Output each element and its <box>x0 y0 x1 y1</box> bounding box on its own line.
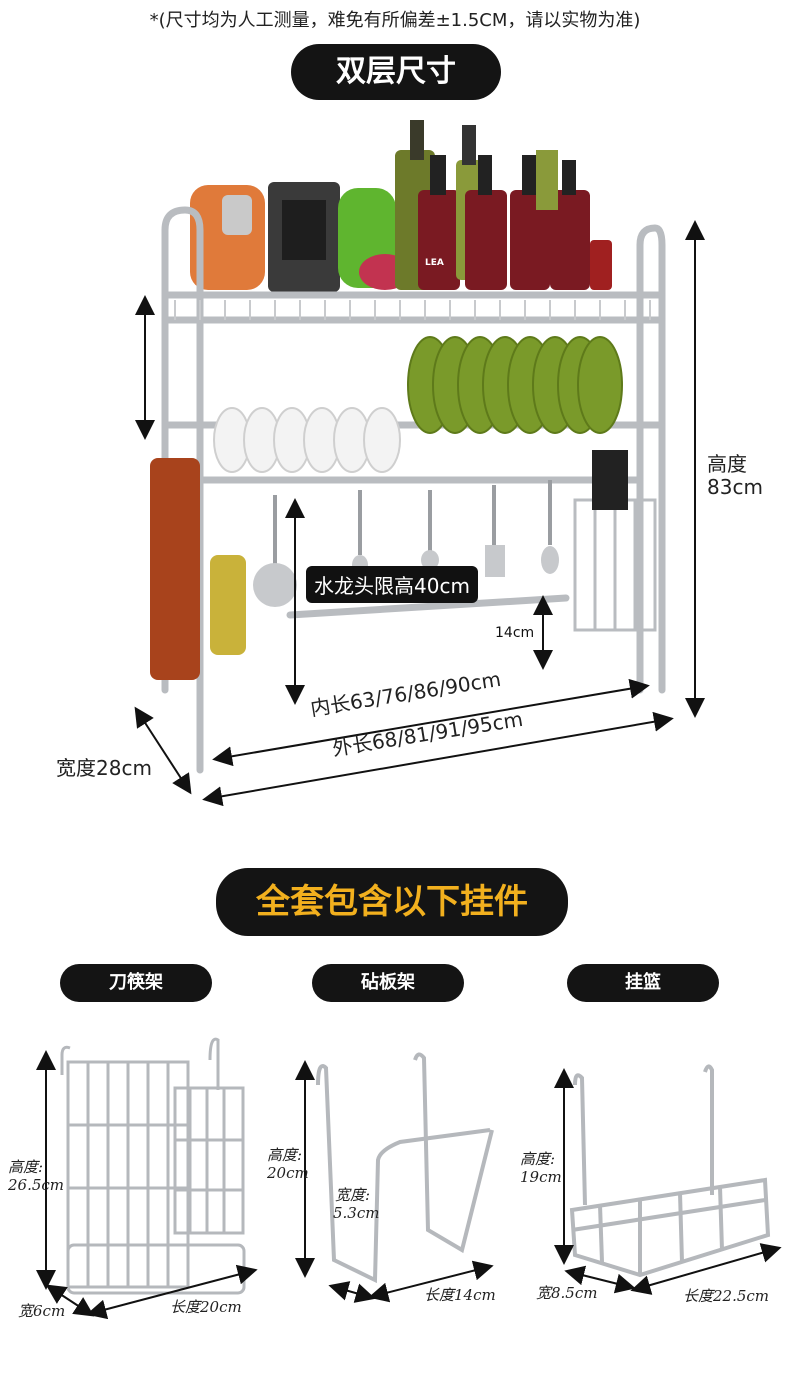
faucet-height-label: 水龙头限高40cm <box>306 566 478 603</box>
acc2-width-value: 5.3cm <box>333 1204 380 1222</box>
accessory-tag-board-holder: 砧板架 <box>312 964 464 1002</box>
cutting-board-holder-illustration <box>316 1052 494 1284</box>
green-plates <box>407 336 623 434</box>
height-value: 83cm <box>707 475 763 499</box>
acc2-length-label: 长度14cm <box>424 1286 496 1304</box>
height-label: 高度 <box>707 452 747 476</box>
top-shelf-wires <box>174 300 651 320</box>
measurement-note: *(尺寸均为人工测量，难免有所偏差±1.5CM，请以实物为准) <box>149 10 641 31</box>
acc2-length-arrow <box>368 1260 494 1303</box>
acc3-height-label: 高度: <box>520 1150 556 1168</box>
width-arrow <box>134 706 192 795</box>
acc3-width-label: 宽8.5cm <box>536 1284 598 1302</box>
acc2-height-label: 高度: <box>267 1146 303 1164</box>
white-bowls <box>213 407 401 473</box>
acc2-height-value: 20cm <box>267 1164 309 1182</box>
hanging-basket-illustration <box>569 1064 771 1278</box>
knife-chopstick-holder-illustration <box>60 1037 246 1295</box>
kettle-orange <box>190 185 265 290</box>
acc1-height-value: 26.5cm <box>8 1176 65 1194</box>
acc1-height-label: 高度: <box>8 1158 44 1176</box>
outer-length-arrow <box>202 711 674 807</box>
acc3-height-value: 19cm <box>520 1168 562 1186</box>
hanging-utensils <box>273 480 552 565</box>
width-label: 宽度28cm <box>56 756 152 780</box>
acc1-length-label: 长度20cm <box>170 1298 242 1316</box>
knives <box>592 450 628 510</box>
accessory-tag-knife-holder: 刀筷架 <box>60 964 212 1002</box>
acc3-width-arrow <box>564 1265 636 1294</box>
cutting-board <box>150 458 200 680</box>
acc3-length-label: 长度22.5cm <box>683 1287 770 1305</box>
coffee-maker <box>268 182 340 292</box>
acc1-length-arrow <box>86 1264 258 1320</box>
accessory-tag-basket: 挂篮 <box>567 964 719 1002</box>
acc3-length-arrow <box>630 1243 782 1295</box>
acc1-width-arrow <box>45 1284 95 1317</box>
acc1-width-label: 宽6cm <box>18 1302 66 1320</box>
section-title-accessories: 全套包含以下挂件 <box>216 868 568 936</box>
acc2-width-label: 宽度: <box>335 1186 371 1204</box>
acc2-width-arrow <box>328 1281 376 1303</box>
gap-label: 14cm <box>495 625 535 641</box>
bottle-label: LEA <box>425 258 444 268</box>
section-title-double-layer: 双层尺寸 <box>291 44 501 100</box>
knife-holder <box>573 498 657 632</box>
oil-bottle <box>210 555 246 655</box>
bottles <box>395 120 612 290</box>
